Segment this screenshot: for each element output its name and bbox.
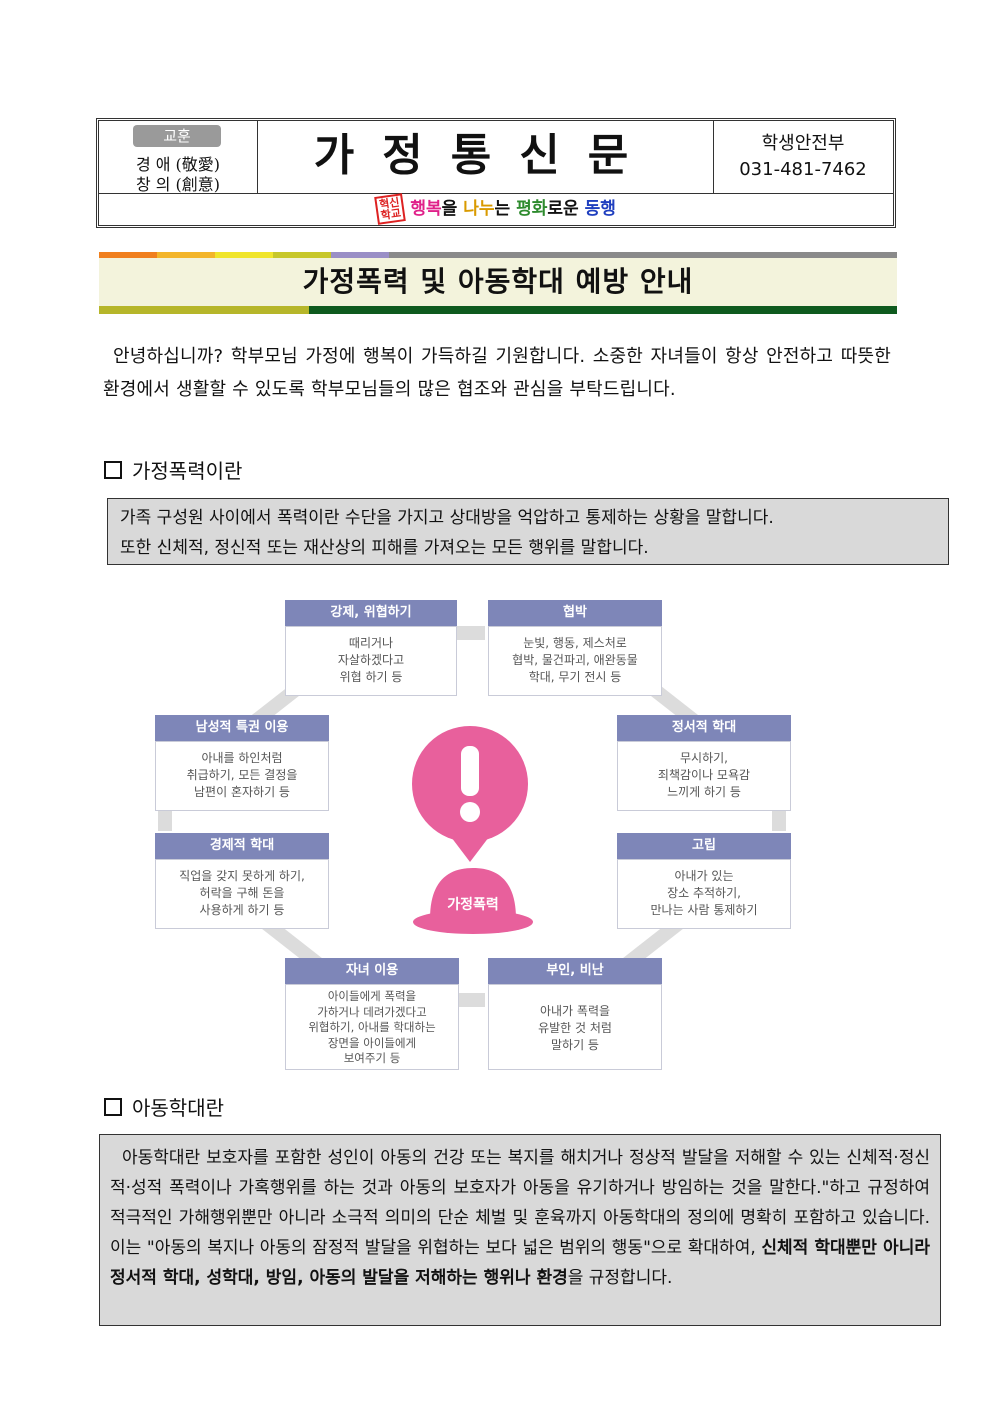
diagram-box-body: 아내를 하인처럼 취급하기, 모든 결정을 남편이 혼자하기 등: [155, 741, 329, 811]
diagram-box-title: 경제적 학대: [155, 833, 329, 859]
title-bottom-stripe: [99, 306, 897, 314]
diagram-box-body: 아이들에게 폭력을 가하거나 데려가겠다고 위협하기, 아내를 학대하는 장면을…: [285, 984, 459, 1070]
section-heading-child-abuse: 아동학대란: [104, 1092, 224, 1121]
diagram-box-title: 정서적 학대: [617, 715, 791, 741]
emphasized-text: 신체적 학대뿐만 아니라 정서적 학대, 성학대, 방임, 아동의 발달을 저해…: [110, 1238, 930, 1288]
motto-tag: 교훈: [133, 125, 221, 147]
slogan-part: 는: [494, 199, 517, 219]
diagram-box-title: 남성적 특권 이용: [155, 715, 329, 741]
motto-line-2: 창 의 (創意): [135, 175, 221, 194]
diagram-box-title: 협박: [488, 600, 662, 626]
checkbox-square-icon: [104, 461, 122, 479]
diagram-box-title: 강제, 위협하기: [285, 600, 457, 626]
newsletter-header: 교훈 경 애 (敬愛) 창 의 (創意) 가정통신문 학생안전부 031-481…: [96, 118, 896, 228]
child-abuse-definition: 아동학대란 보호자를 포함한 성인이 아동의 건강 또는 복지를 해치거나 정상…: [99, 1134, 941, 1326]
page-title: 가정폭력 및 아동학대 예방 안내: [99, 258, 897, 306]
diagram-box-body: 아내가 폭력을 유발한 것 처럼 말하기 등: [488, 984, 662, 1070]
diagram-box-body: 직업을 갖지 못하게 하기, 허락을 구해 돈을 사용하게 하기 등: [155, 859, 329, 929]
diagram-box-title: 고립: [617, 833, 791, 859]
diagram-box-title: 자녀 이용: [285, 958, 459, 984]
diagram-box-body: 무시하기, 죄책감이나 모욕감 느끼게 하기 등: [617, 741, 791, 811]
department-info: 학생안전부 031-481-7462: [713, 121, 893, 194]
center-badge-shape: [413, 868, 533, 934]
slogan-part: 로운: [547, 199, 585, 219]
diagram-box-title: 부인, 비난: [488, 958, 662, 984]
department-name: 학생안전부: [761, 133, 845, 154]
domestic-violence-diagram: 강제, 위협하기 때리거나 자살하겠다고 위협 하기 등 협박 눈빛, 행동, …: [150, 596, 795, 1071]
school-motto: 교훈 경 애 (敬愛) 창 의 (創意): [99, 121, 258, 194]
definition-line-2: 또한 신체적, 정신적 또는 재산상의 피해를 가져오는 모든 행위를 말합니다…: [120, 538, 649, 558]
slogan-part: 나누: [463, 199, 495, 219]
motto-line-1: 경 애 (敬愛): [135, 155, 221, 174]
intro-paragraph: 안녕하십니까? 학부모님 가정에 행복이 가득하길 기원합니다. 소중한 자녀들…: [103, 346, 891, 400]
section-heading-domestic-violence: 가정폭력이란: [104, 455, 242, 484]
slogan-part: 동행: [584, 199, 616, 219]
definition-line-1: 가족 구성원 사이에서 폭력이란 수단을 가지고 상대방을 억압하고 통제하는 …: [120, 508, 774, 528]
diagram-box-body: 아내가 있는 장소 추적하기, 만나는 사람 통제하기: [617, 859, 791, 929]
diagram-center-label: 가정폭력: [447, 897, 499, 913]
slogan-part: 평화: [516, 199, 548, 219]
domestic-violence-definition: 가족 구성원 사이에서 폭력이란 수단을 가지고 상대방을 억압하고 통제하는 …: [107, 498, 949, 565]
exclamation-pin-icon: [412, 726, 528, 862]
checkbox-square-icon: [104, 1098, 122, 1116]
diagram-box-body: 때리거나 자살하겠다고 위협 하기 등: [285, 626, 457, 696]
newsletter-title: 가정통신문: [257, 121, 714, 194]
slogan-part: 을: [441, 199, 464, 219]
diagram-box-body: 눈빛, 행동, 제스처로 협박, 물건파괴, 애완동물 학대, 무기 전시 등: [488, 626, 662, 696]
title-color-stripe: [99, 252, 897, 258]
slogan-part: 행복: [410, 199, 442, 219]
department-phone: 031-481-7462: [739, 159, 867, 180]
